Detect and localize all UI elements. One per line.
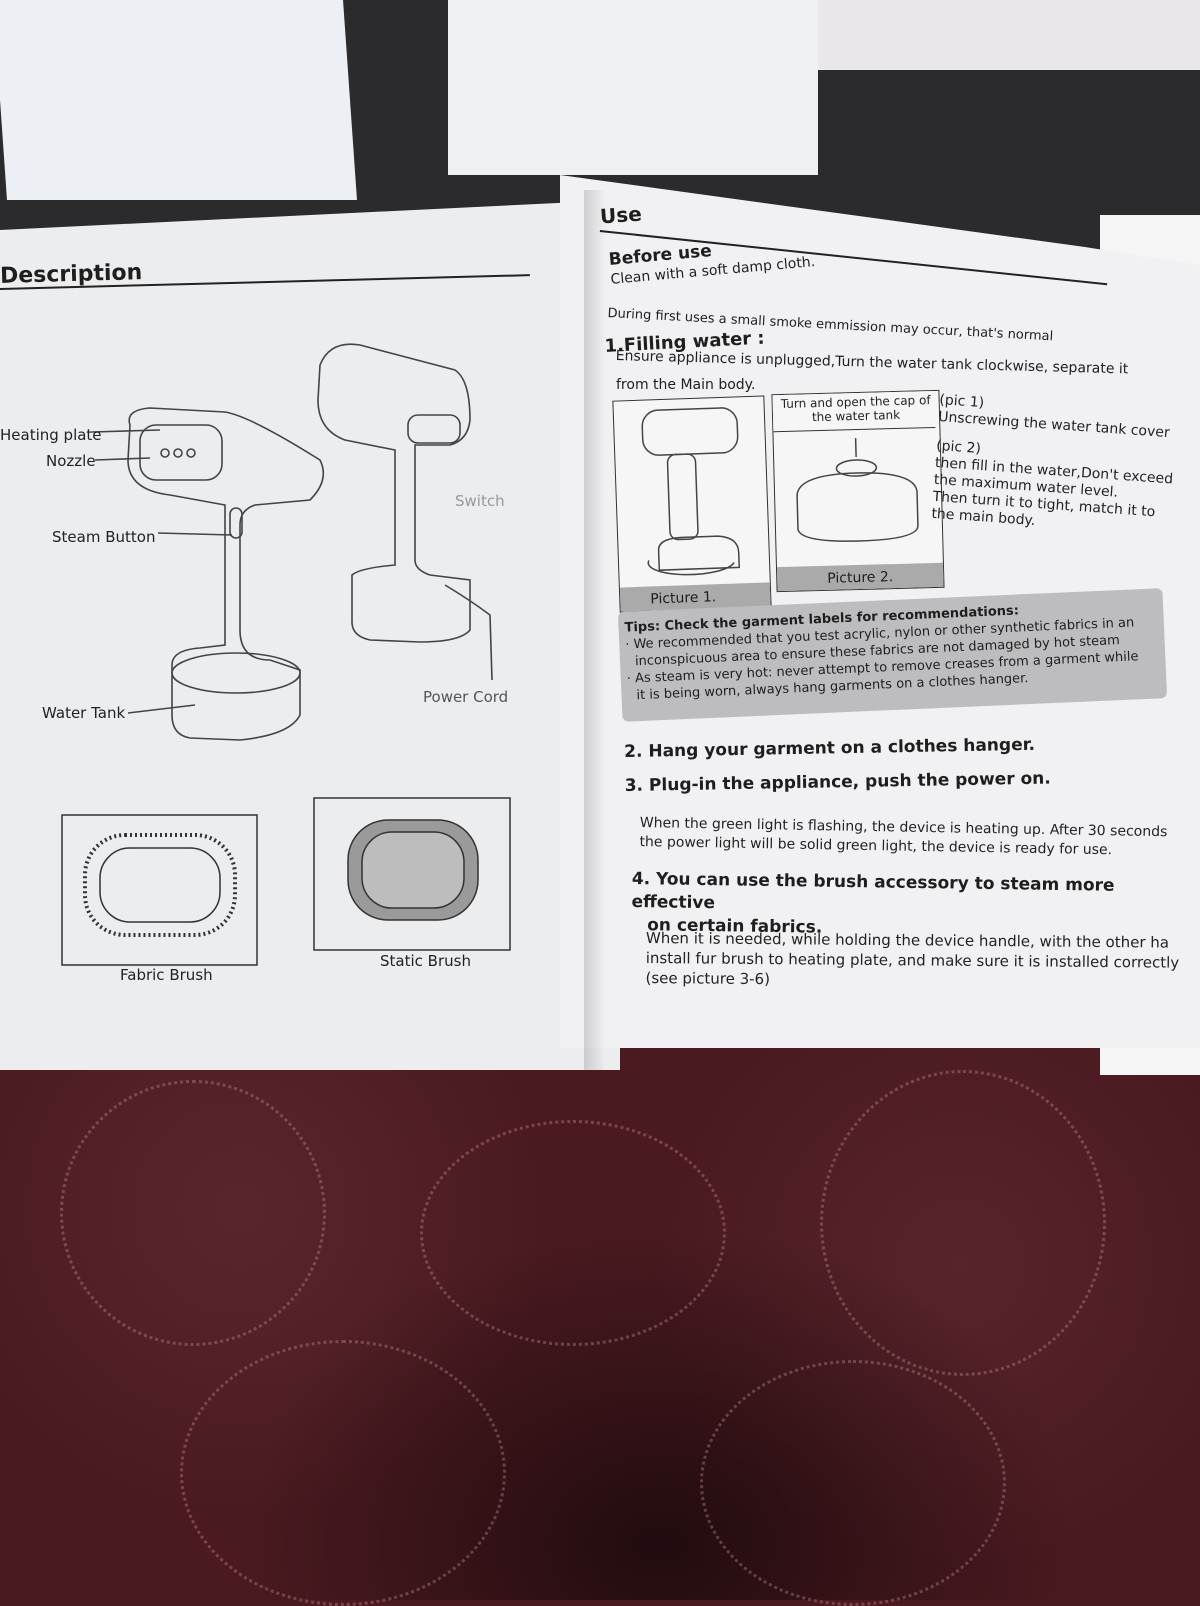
fabric-brush-label: Fabric Brush: [120, 966, 213, 984]
nozzle-label: Nozzle: [46, 452, 96, 470]
background-card-right: [448, 0, 818, 175]
quilt-stitch: [700, 1360, 1006, 1606]
quilt-stitch: [820, 1070, 1106, 1376]
power-cord-label: Power Cord: [423, 688, 508, 706]
step-4-detail: When it is needed, while holding the dev…: [645, 928, 1179, 993]
quilt-stitch: [180, 1340, 506, 1606]
water-tank-label: Water Tank: [42, 704, 125, 722]
switch-label: Switch: [455, 492, 505, 510]
booklet-spine: [584, 190, 606, 1070]
steps-section: 2. Hang your garment on a clothes hanger…: [624, 735, 1051, 796]
picture-1-caption: Picture 1.: [650, 589, 716, 607]
background-card-left: [0, 0, 357, 200]
steamer-front-outline: [128, 408, 323, 740]
filling-water-line: from the Main body.: [616, 377, 755, 393]
picture-2-caption: Picture 2.: [827, 569, 893, 587]
heating-plate-shape: [140, 425, 222, 480]
quilt-fabric: [0, 1040, 1200, 1600]
picture-1-steamer-icon: [613, 396, 770, 611]
step-4-line: 4. You can use the brush accessory to st…: [631, 868, 1200, 922]
heating-plate-label: Heating plate: [0, 426, 102, 444]
pic-steps-text: (pic 1) Unscrewing the water tank cover …: [931, 392, 1178, 539]
use-heading: Use: [599, 202, 642, 229]
static-brush-label: Static Brush: [380, 952, 471, 970]
fabric-brush-frame: [62, 815, 257, 965]
quilt-stitch: [420, 1120, 726, 1346]
quilt-stitch: [60, 1080, 326, 1346]
background-sheet: [780, 0, 1200, 70]
picture-1-box: Picture 1.: [612, 395, 771, 612]
picture-2-box: Turn and open the cap of the water tank …: [771, 390, 944, 592]
water-tank-icon: [772, 391, 943, 591]
steamer-back-outline: [318, 344, 470, 642]
steam-button-label: Steam Button: [52, 528, 155, 546]
